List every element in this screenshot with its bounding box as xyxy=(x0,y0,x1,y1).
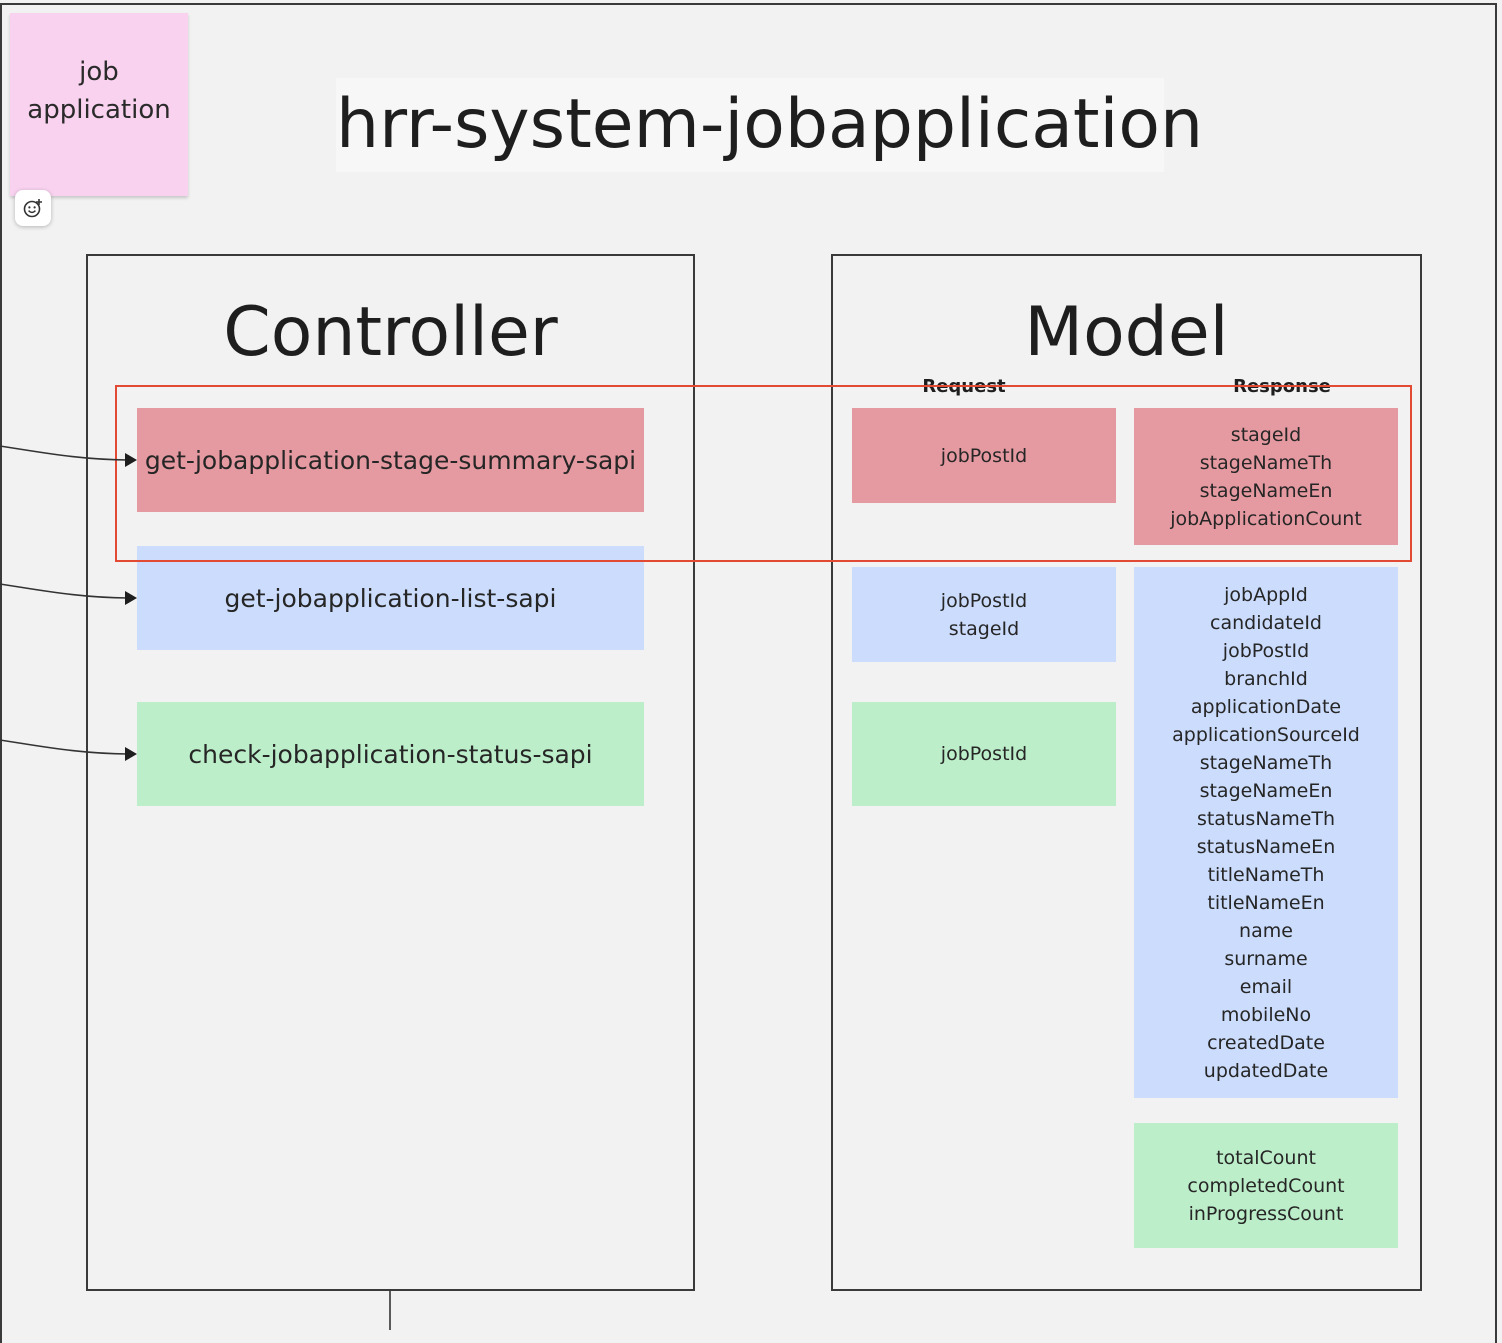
response-field: stageNameEn xyxy=(1199,779,1333,802)
request-field: stageId xyxy=(948,617,1020,640)
response-field: stageNameTh xyxy=(1199,751,1333,774)
api-box-status[interactable]: check-jobapplication-status-sapi xyxy=(137,702,644,806)
response-field: name xyxy=(1239,919,1293,942)
response-field: branchId xyxy=(1224,667,1308,690)
api-label: get-jobapplication-stage-summary-sapi xyxy=(144,445,637,475)
title-background xyxy=(336,78,1164,172)
response-label[interactable]: Response xyxy=(1233,376,1331,397)
response-field: candidateId xyxy=(1210,611,1322,634)
api-box-list[interactable]: get-jobapplication-list-sapi xyxy=(137,546,644,650)
response-field: stageNameEn xyxy=(1199,479,1333,502)
response-field: mobileNo xyxy=(1220,1003,1312,1026)
response-field: createdDate xyxy=(1207,1031,1325,1054)
response-field: jobApplicationCount xyxy=(1170,507,1362,530)
response-field: updatedDate xyxy=(1203,1059,1329,1082)
controller-heading[interactable]: Controller xyxy=(223,293,558,372)
response-box-status[interactable]: totalCount completedCount inProgressCoun… xyxy=(1134,1123,1398,1248)
response-field: jobAppId xyxy=(1224,583,1308,606)
response-field: statusNameEn xyxy=(1196,835,1336,858)
response-field: titleNameTh xyxy=(1207,863,1325,886)
response-field: totalCount xyxy=(1216,1146,1316,1169)
response-field: email xyxy=(1239,975,1293,998)
request-field: jobPostId xyxy=(940,589,1028,612)
response-field: completedCount xyxy=(1187,1174,1345,1197)
sticky-note-text: job application xyxy=(27,56,171,125)
add-reaction-icon xyxy=(23,199,42,218)
response-field: titleNameEn xyxy=(1207,891,1325,914)
board-frame xyxy=(0,3,1497,1343)
request-box-list[interactable]: jobPostId stageId xyxy=(852,567,1116,662)
response-field: applicationSourceId xyxy=(1172,723,1360,746)
model-heading[interactable]: Model xyxy=(1024,293,1229,372)
response-field: stageNameTh xyxy=(1199,451,1333,474)
response-field: applicationDate xyxy=(1190,695,1342,718)
response-box-stage-summary[interactable]: stageId stageNameTh stageNameEn jobAppli… xyxy=(1134,408,1398,545)
response-box-list[interactable]: jobAppId candidateId jobPostId branchId … xyxy=(1134,567,1398,1098)
response-field: surname xyxy=(1224,947,1308,970)
request-box-status[interactable]: jobPostId xyxy=(852,702,1116,806)
diagram-title[interactable]: hrr-system-jobapplication xyxy=(336,85,1204,164)
response-field: stageId xyxy=(1230,423,1302,446)
response-field: statusNameTh xyxy=(1196,807,1336,830)
response-field: jobPostId xyxy=(1222,639,1310,662)
request-field: jobPostId xyxy=(940,444,1028,467)
sticky-note[interactable]: job application xyxy=(10,13,188,196)
request-field: jobPostId xyxy=(940,743,1028,765)
request-label[interactable]: Request xyxy=(922,376,1006,397)
api-label: check-jobapplication-status-sapi xyxy=(188,739,593,769)
add-reaction-button[interactable] xyxy=(15,190,51,226)
request-box-stage-summary[interactable]: jobPostId xyxy=(852,408,1116,503)
api-box-stage-summary[interactable]: get-jobapplication-stage-summary-sapi xyxy=(137,408,644,512)
api-label: get-jobapplication-list-sapi xyxy=(224,583,557,613)
response-field: inProgressCount xyxy=(1188,1202,1344,1225)
